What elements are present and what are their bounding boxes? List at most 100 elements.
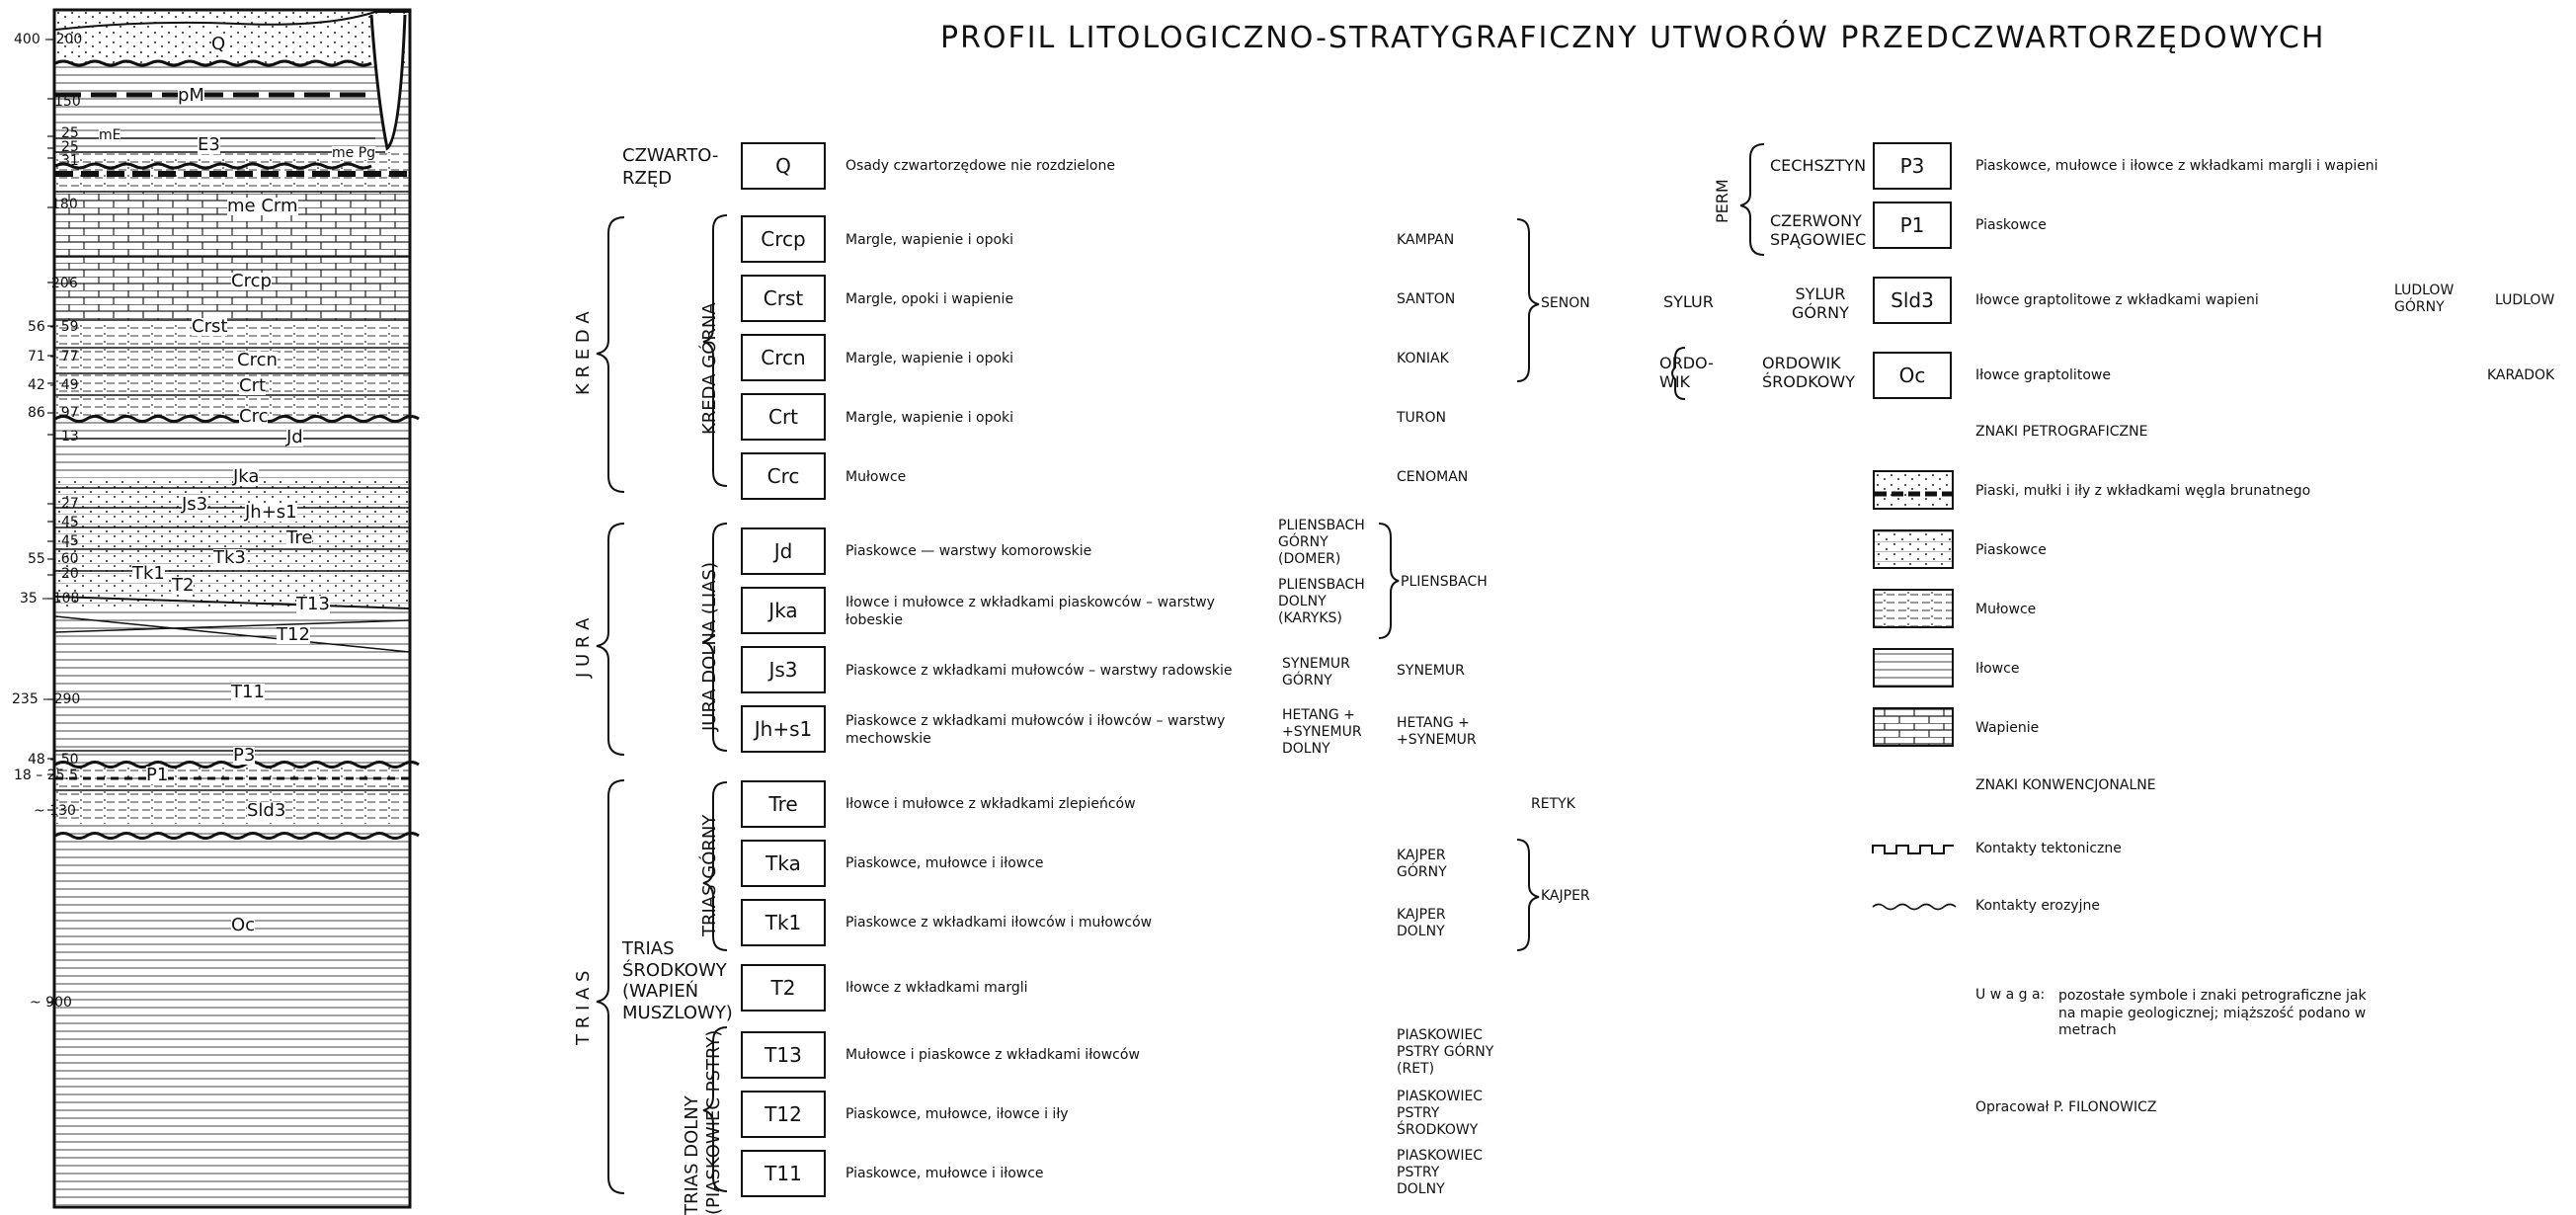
lithology-column bbox=[47, 10, 419, 1207]
unit-box: Tre bbox=[741, 780, 826, 828]
legend-item: Piaskowce bbox=[1975, 543, 2047, 557]
thickness-label: 150 bbox=[54, 95, 81, 109]
unit-box: Crc bbox=[741, 452, 826, 500]
column-label: T13 bbox=[296, 596, 330, 613]
author: Opracował P. FILONOWICZ bbox=[1975, 1100, 2156, 1114]
unit-box: T13 bbox=[741, 1031, 826, 1079]
legend-item: Iłowce bbox=[1975, 662, 2019, 676]
thickness-label: 48 – 50 bbox=[28, 753, 79, 767]
thickness-label: 206 bbox=[51, 277, 78, 290]
column-label: P1 bbox=[146, 767, 168, 784]
column-label: Crc bbox=[239, 408, 268, 426]
column-label: E3 bbox=[198, 136, 220, 154]
column-label: Crcn bbox=[237, 352, 278, 369]
unit-desc: Piaskowce, mułowce i iłowce z wkładkami … bbox=[1975, 159, 2378, 173]
strat-sylur-gorny: SYLUR GÓRNY bbox=[1792, 284, 1849, 322]
stage-label-2: SYNEMUR bbox=[1397, 664, 1465, 678]
unit-box: Crcn bbox=[741, 334, 826, 381]
thickness-label: 35 – 108 bbox=[20, 592, 79, 606]
legend-conv-title: ZNAKI KONWENCJONALNE bbox=[1975, 778, 2156, 792]
unit-box: Crst bbox=[741, 275, 826, 322]
column-label: mE bbox=[99, 128, 121, 142]
column-label: T12 bbox=[277, 626, 310, 644]
unit-box: Jh+s1 bbox=[741, 705, 826, 753]
column-label: Tre bbox=[286, 529, 312, 547]
stage-label: PLIENSBACH GÓRNY (DOMER) bbox=[1278, 518, 1365, 567]
strat-trias: T R I A S bbox=[575, 971, 593, 1045]
stage-label: CENOMAN bbox=[1397, 470, 1468, 484]
column-label: P3 bbox=[233, 747, 255, 765]
thickness-label: 86 – 97 bbox=[28, 406, 79, 420]
stage-label: PIASKOWIEC PSTRY DOLNY bbox=[1397, 1148, 1483, 1197]
unit-desc: Iłowce z wkładkami margli bbox=[845, 981, 1028, 995]
thickness-label: 25 bbox=[61, 140, 79, 154]
thickness-label: 235 – 290 bbox=[12, 692, 80, 706]
stage-label: PLIENSBACH DOLNY (KARYKS) bbox=[1278, 577, 1365, 626]
column-label: Jd bbox=[286, 429, 303, 446]
unit-desc: Mułowce i piaskowce z wkładkami iłowców bbox=[845, 1048, 1140, 1062]
unit-desc: Iłowce i mułowce z wkładkami piaskowców … bbox=[845, 595, 1215, 629]
unit-desc: Osady czwartorzędowe nie rozdzielone bbox=[845, 159, 1115, 173]
unit-desc: Iłowce graptolitowe bbox=[1975, 368, 2111, 382]
thickness-label: ~ 130 bbox=[34, 804, 76, 818]
unit-desc: Piaskowce, mułowce i iłowce bbox=[845, 1167, 1044, 1180]
stage-label: KAJPER GÓRNY bbox=[1397, 848, 1447, 881]
unit-desc: Iłowce graptolitowe z wkładkami wapieni bbox=[1975, 293, 2259, 307]
unit-desc: Piaskowce — warstwy komorowskie bbox=[845, 544, 1091, 558]
strat-jura-dolna: JURA DOLNA (LIAS) bbox=[701, 562, 719, 731]
legend-item: Kontakty erozyjne bbox=[1975, 899, 2100, 913]
unit-box: Tk1 bbox=[741, 899, 826, 946]
thickness-label: 45 bbox=[61, 516, 79, 529]
stage-label: KAJPER DOLNY bbox=[1397, 907, 1446, 940]
thickness-label: ~ 900 bbox=[30, 996, 72, 1010]
stage-label-2: LUDLOW bbox=[2495, 293, 2554, 307]
column-label: T11 bbox=[231, 684, 265, 701]
group-senon: SENON bbox=[1541, 296, 1590, 310]
group-pliensbach: PLIENSBACH bbox=[1401, 575, 1488, 589]
unit-desc: Piaskowce, mułowce, iłowce i iły bbox=[845, 1107, 1069, 1121]
unit-box: Js3 bbox=[741, 646, 826, 693]
stage-label-2: KARADOK bbox=[2487, 368, 2554, 382]
unit-box: Crcp bbox=[741, 215, 826, 263]
column-label: Js3 bbox=[182, 496, 207, 514]
unit-desc: Piaskowce z wkładkami mułowców i iłowców… bbox=[845, 713, 1225, 748]
legend-note-label: U w a g a: bbox=[1975, 988, 2045, 1002]
stage-label: KAMPAN bbox=[1397, 233, 1454, 247]
strat-ordowik-srodkowy: ORDOWIK ŚRODKOWY bbox=[1762, 354, 1855, 391]
legend-item: Piaski, mułki i iły z wkładkami węgla br… bbox=[1975, 484, 2310, 498]
stage-label-2: RETYK bbox=[1531, 797, 1575, 811]
legend-swatch-sands bbox=[1873, 470, 1954, 510]
thickness-label: 56 – 59 bbox=[28, 320, 79, 334]
unit-desc: Margle, wapienie i opoki bbox=[845, 352, 1013, 365]
stage-label: KONIAK bbox=[1397, 352, 1449, 365]
unit-desc: Piaskowce, mułowce i iłowce bbox=[845, 856, 1044, 870]
thickness-label: 13 bbox=[61, 430, 79, 444]
legend-swatch-claystone bbox=[1873, 648, 1954, 688]
stage-label: SYNEMUR GÓRNY bbox=[1282, 656, 1350, 689]
unit-desc: Margle, wapienie i opoki bbox=[845, 233, 1013, 247]
legend-item: Wapienie bbox=[1975, 721, 2039, 735]
unit-box: P1 bbox=[1873, 202, 1952, 249]
legend-note-text: pozostałe symbole i znaki petrograficzne… bbox=[2058, 988, 2367, 1040]
thickness-label: 25 bbox=[61, 126, 79, 140]
strat-ordowik: ORDO- WIK bbox=[1659, 354, 1714, 391]
unit-desc: Mułowce bbox=[845, 470, 906, 484]
thickness-label: 31 bbox=[61, 154, 79, 168]
column-label: T2 bbox=[172, 577, 194, 595]
unit-box: Sld3 bbox=[1873, 277, 1952, 324]
thickness-label: 180 bbox=[51, 198, 78, 211]
conv-symbols bbox=[1873, 846, 1956, 910]
column-label: Q bbox=[211, 36, 225, 53]
stage-label: HETANG + +SYNEMUR DOLNY bbox=[1282, 707, 1362, 757]
strat-czwartorzed: CZWARTO- RZĘD bbox=[622, 144, 718, 191]
column-label: Sld3 bbox=[247, 802, 285, 820]
strat-sylur: SYLUR bbox=[1663, 294, 1714, 310]
unit-box: Jka bbox=[741, 587, 826, 634]
unit-box: T2 bbox=[741, 964, 826, 1012]
legend-petro-title: ZNAKI PETROGRAFICZNE bbox=[1975, 425, 2147, 439]
unit-box: Crt bbox=[741, 393, 826, 441]
column-label: Crt bbox=[239, 377, 266, 395]
column-label: Crst bbox=[192, 318, 227, 336]
strat-jura: J U R A bbox=[575, 618, 593, 678]
thickness-label: 55 – 60 bbox=[28, 552, 79, 566]
